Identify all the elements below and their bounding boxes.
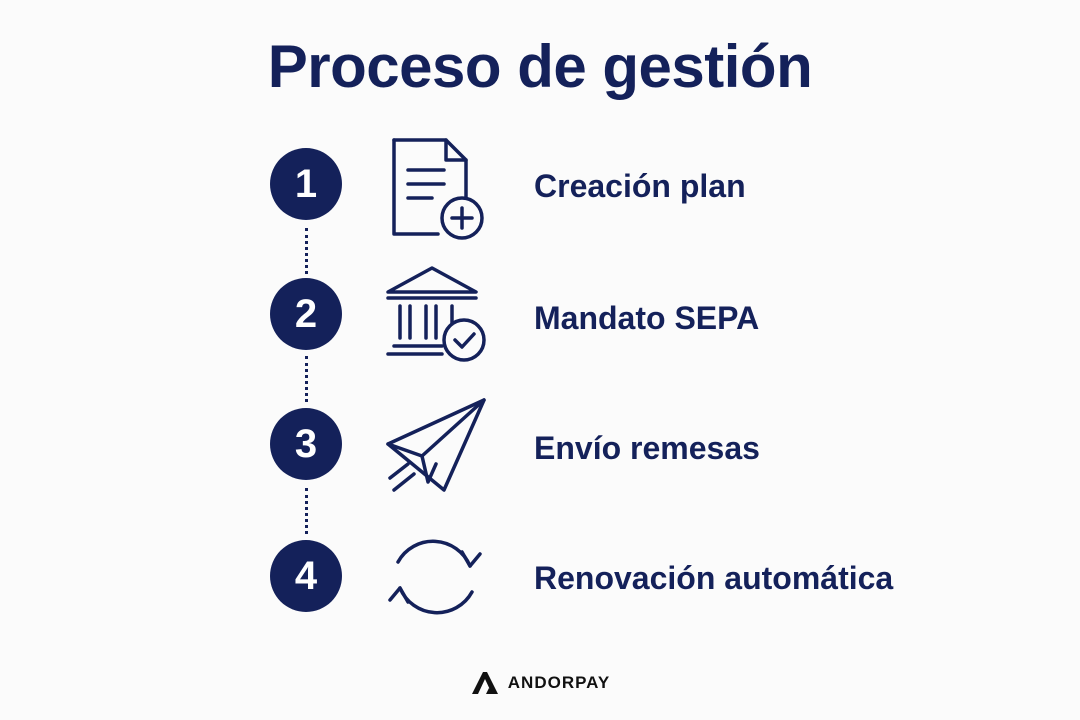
step-label: Envío remesas: [534, 430, 760, 466]
step-number-badge: 3: [270, 408, 342, 480]
page-title: Proceso de gestión: [267, 33, 813, 100]
step-number-badge: 1: [270, 148, 342, 220]
brand-name: ANDORPAY: [507, 673, 611, 692]
step-label: Renovación automática: [534, 560, 894, 596]
brand-footer: ANDORPAY: [0, 670, 1080, 696]
step-connector: [305, 356, 308, 402]
step-label: Creación plan: [534, 168, 746, 204]
paper-plane-icon: [380, 394, 490, 504]
step-number-badge: 4: [270, 540, 342, 612]
step-number-badge: 2: [270, 278, 342, 350]
document-plus-icon: [380, 134, 490, 244]
step-connector: [305, 488, 308, 534]
step-label: Mandato SEPA: [534, 300, 760, 336]
andorpay-logo: [470, 670, 500, 696]
refresh-icon: [380, 522, 490, 632]
bank-check-icon: [380, 262, 490, 372]
step-connector: [305, 228, 308, 274]
